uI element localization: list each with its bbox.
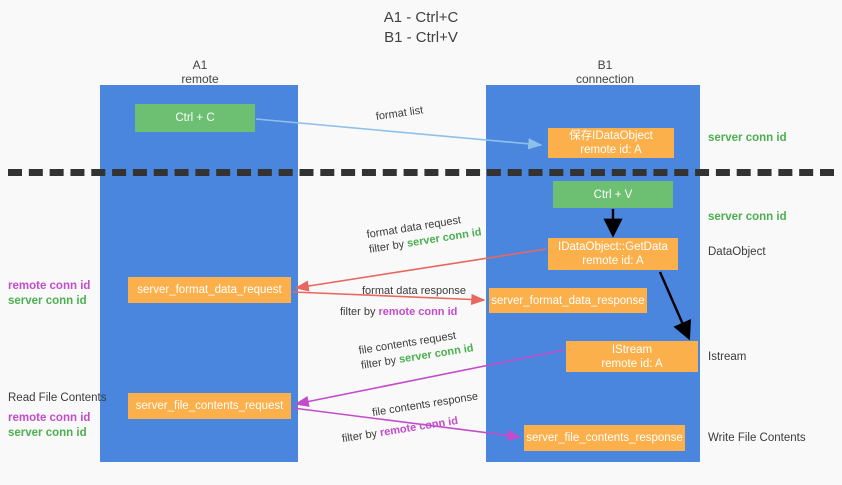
node-ctrl-c-label: Ctrl + C bbox=[175, 112, 215, 124]
title-line-1: A1 - Ctrl+C bbox=[383, 9, 459, 26]
node-save-idataobject-line2: remote id: A bbox=[580, 144, 642, 156]
column-header-a1-name: A1 bbox=[192, 58, 208, 72]
filter-prefix: filter by bbox=[341, 427, 381, 446]
node-ctrl-v-label: Ctrl + V bbox=[593, 188, 633, 201]
node-istream-line2: remote id: A bbox=[601, 357, 663, 370]
node-server-format-data-request[interactable]: server_format_data_request bbox=[128, 277, 291, 303]
node-server-file-contents-response-label: server_file_contents_response bbox=[526, 432, 683, 444]
node-save-idataobject-line1: 保存IDataObject bbox=[569, 130, 653, 142]
title-line-2: B1 - Ctrl+V bbox=[384, 29, 458, 46]
node-ctrl-c[interactable]: Ctrl + C bbox=[135, 104, 255, 132]
node-server-format-data-response[interactable]: server_format_data_response bbox=[489, 288, 647, 313]
flow-label-format-data-response: format data response bbox=[362, 285, 466, 297]
label-istream: Istream bbox=[708, 351, 747, 363]
label-read-file-contents: Read File Contents bbox=[8, 392, 107, 404]
node-ctrl-v[interactable]: Ctrl + V bbox=[553, 181, 673, 208]
node-server-format-data-request-label: server_format_data_request bbox=[137, 284, 282, 296]
node-server-format-data-response-label: server_format_data_response bbox=[491, 294, 645, 307]
column-header-b1: B1 connection bbox=[525, 58, 685, 86]
filter-value-remote-conn-id: remote conn id bbox=[378, 306, 458, 318]
label-remote-conn-id-format: remote conn id bbox=[8, 280, 91, 292]
label-conn-ids-file: remote conn id server conn id bbox=[8, 411, 100, 441]
label-server-conn-id-top: server conn id bbox=[708, 132, 787, 144]
flow-label-format-list: format list bbox=[375, 104, 424, 123]
node-server-file-contents-request[interactable]: server_file_contents_request bbox=[128, 393, 291, 419]
column-header-a1: A1 remote bbox=[120, 58, 280, 86]
flow-label-file-contents-response-filter: filter by remote conn id bbox=[341, 410, 483, 447]
node-idataobject-getdata-line2: remote id: A bbox=[582, 255, 644, 267]
label-dataobject: DataObject bbox=[708, 246, 766, 258]
node-server-file-contents-response[interactable]: server_file_contents_response bbox=[524, 425, 685, 451]
phase-divider-line bbox=[8, 169, 834, 176]
filter-value-remote-conn-id: remote conn id bbox=[379, 414, 459, 440]
page-title: A1 - Ctrl+C B1 - Ctrl+V bbox=[0, 8, 842, 48]
label-server-conn-id-file: server conn id bbox=[8, 427, 87, 439]
node-idataobject-getdata-line1: IDataObject::GetData bbox=[558, 241, 668, 253]
node-istream[interactable]: IStream remote id: A bbox=[566, 341, 698, 372]
column-header-a1-sub: remote bbox=[181, 72, 219, 86]
node-save-idataobject[interactable]: 保存IDataObject remote id: A bbox=[548, 128, 674, 158]
column-header-b1-sub: connection bbox=[575, 72, 635, 86]
flow-label-file-contents-request: file contents request filter by server c… bbox=[358, 326, 475, 373]
node-idataobject-getdata[interactable]: IDataObject::GetData remote id: A bbox=[548, 238, 678, 270]
label-remote-conn-id-file: remote conn id bbox=[8, 412, 91, 424]
flow-label-format-data-response-filter: filter by remote conn id bbox=[340, 305, 457, 320]
label-write-file-contents: Write File Contents bbox=[708, 432, 806, 444]
node-server-file-contents-request-label: server_file_contents_request bbox=[135, 400, 284, 412]
label-conn-ids-format: remote conn id server conn id bbox=[8, 279, 100, 309]
flow-label-format-data-request: format data request filter by server con… bbox=[366, 210, 483, 257]
filter-prefix: filter by bbox=[340, 306, 379, 318]
column-header-b1-name: B1 bbox=[597, 58, 613, 72]
node-istream-line1: IStream bbox=[611, 343, 653, 356]
label-server-conn-id-format: server conn id bbox=[8, 295, 87, 307]
label-server-conn-id-mid: server conn id bbox=[708, 211, 787, 223]
flow-label-file-contents-response: file contents response filter by remote … bbox=[341, 389, 482, 445]
